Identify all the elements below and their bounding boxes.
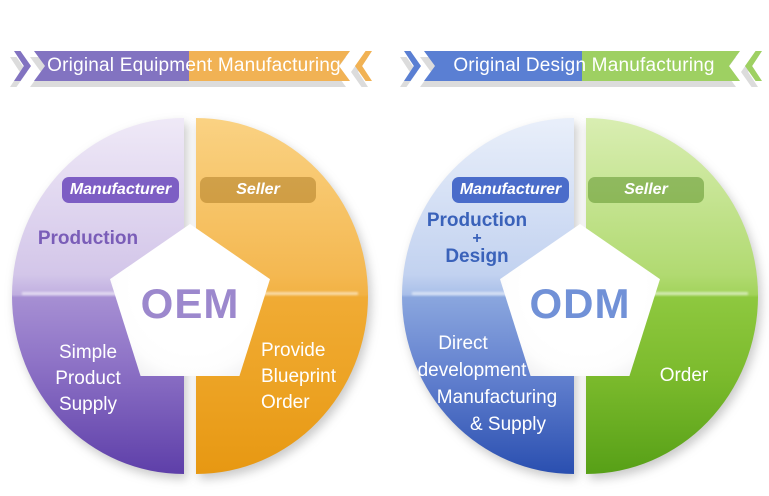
oem-ribbon-band <box>34 51 350 81</box>
oem-production-label: Production <box>37 228 139 249</box>
odm-order-label: Order <box>659 365 709 386</box>
odm-title-ribbon: Original Design Manufacturing <box>404 51 764 81</box>
odm-seller-badge: Seller <box>588 177 704 203</box>
oem-center-label: OEM <box>140 280 240 327</box>
oem-blueprint-label: Provide Blueprint Order <box>261 340 336 413</box>
odm-ribbon-band <box>424 51 740 81</box>
odm-center-label: ODM <box>529 280 631 327</box>
odm-production-design-label: Production + Design <box>426 210 528 267</box>
odm-manufacturer-badge: Manufacturer <box>452 177 569 203</box>
oem-seller-badge: Seller <box>200 177 316 203</box>
odm-development-supply-label: Direct development Manufacturing & Suppl… <box>417 333 558 435</box>
oem-supply-label: Simple Product Supply <box>55 342 121 415</box>
oem-title: Original Equipment Manufacturing <box>47 55 341 76</box>
odm-title: Original Design Manufacturing <box>453 55 715 76</box>
oem-title-ribbon: Original Equipment Manufacturing <box>14 51 374 81</box>
oem-manufacturer-badge: Manufacturer <box>62 177 179 203</box>
odm-circle-diagram: ODM Manufacturer Seller Production + Des… <box>402 118 758 474</box>
oem-circle-diagram: OEM Manufacturer Seller Production Simpl… <box>12 118 368 474</box>
